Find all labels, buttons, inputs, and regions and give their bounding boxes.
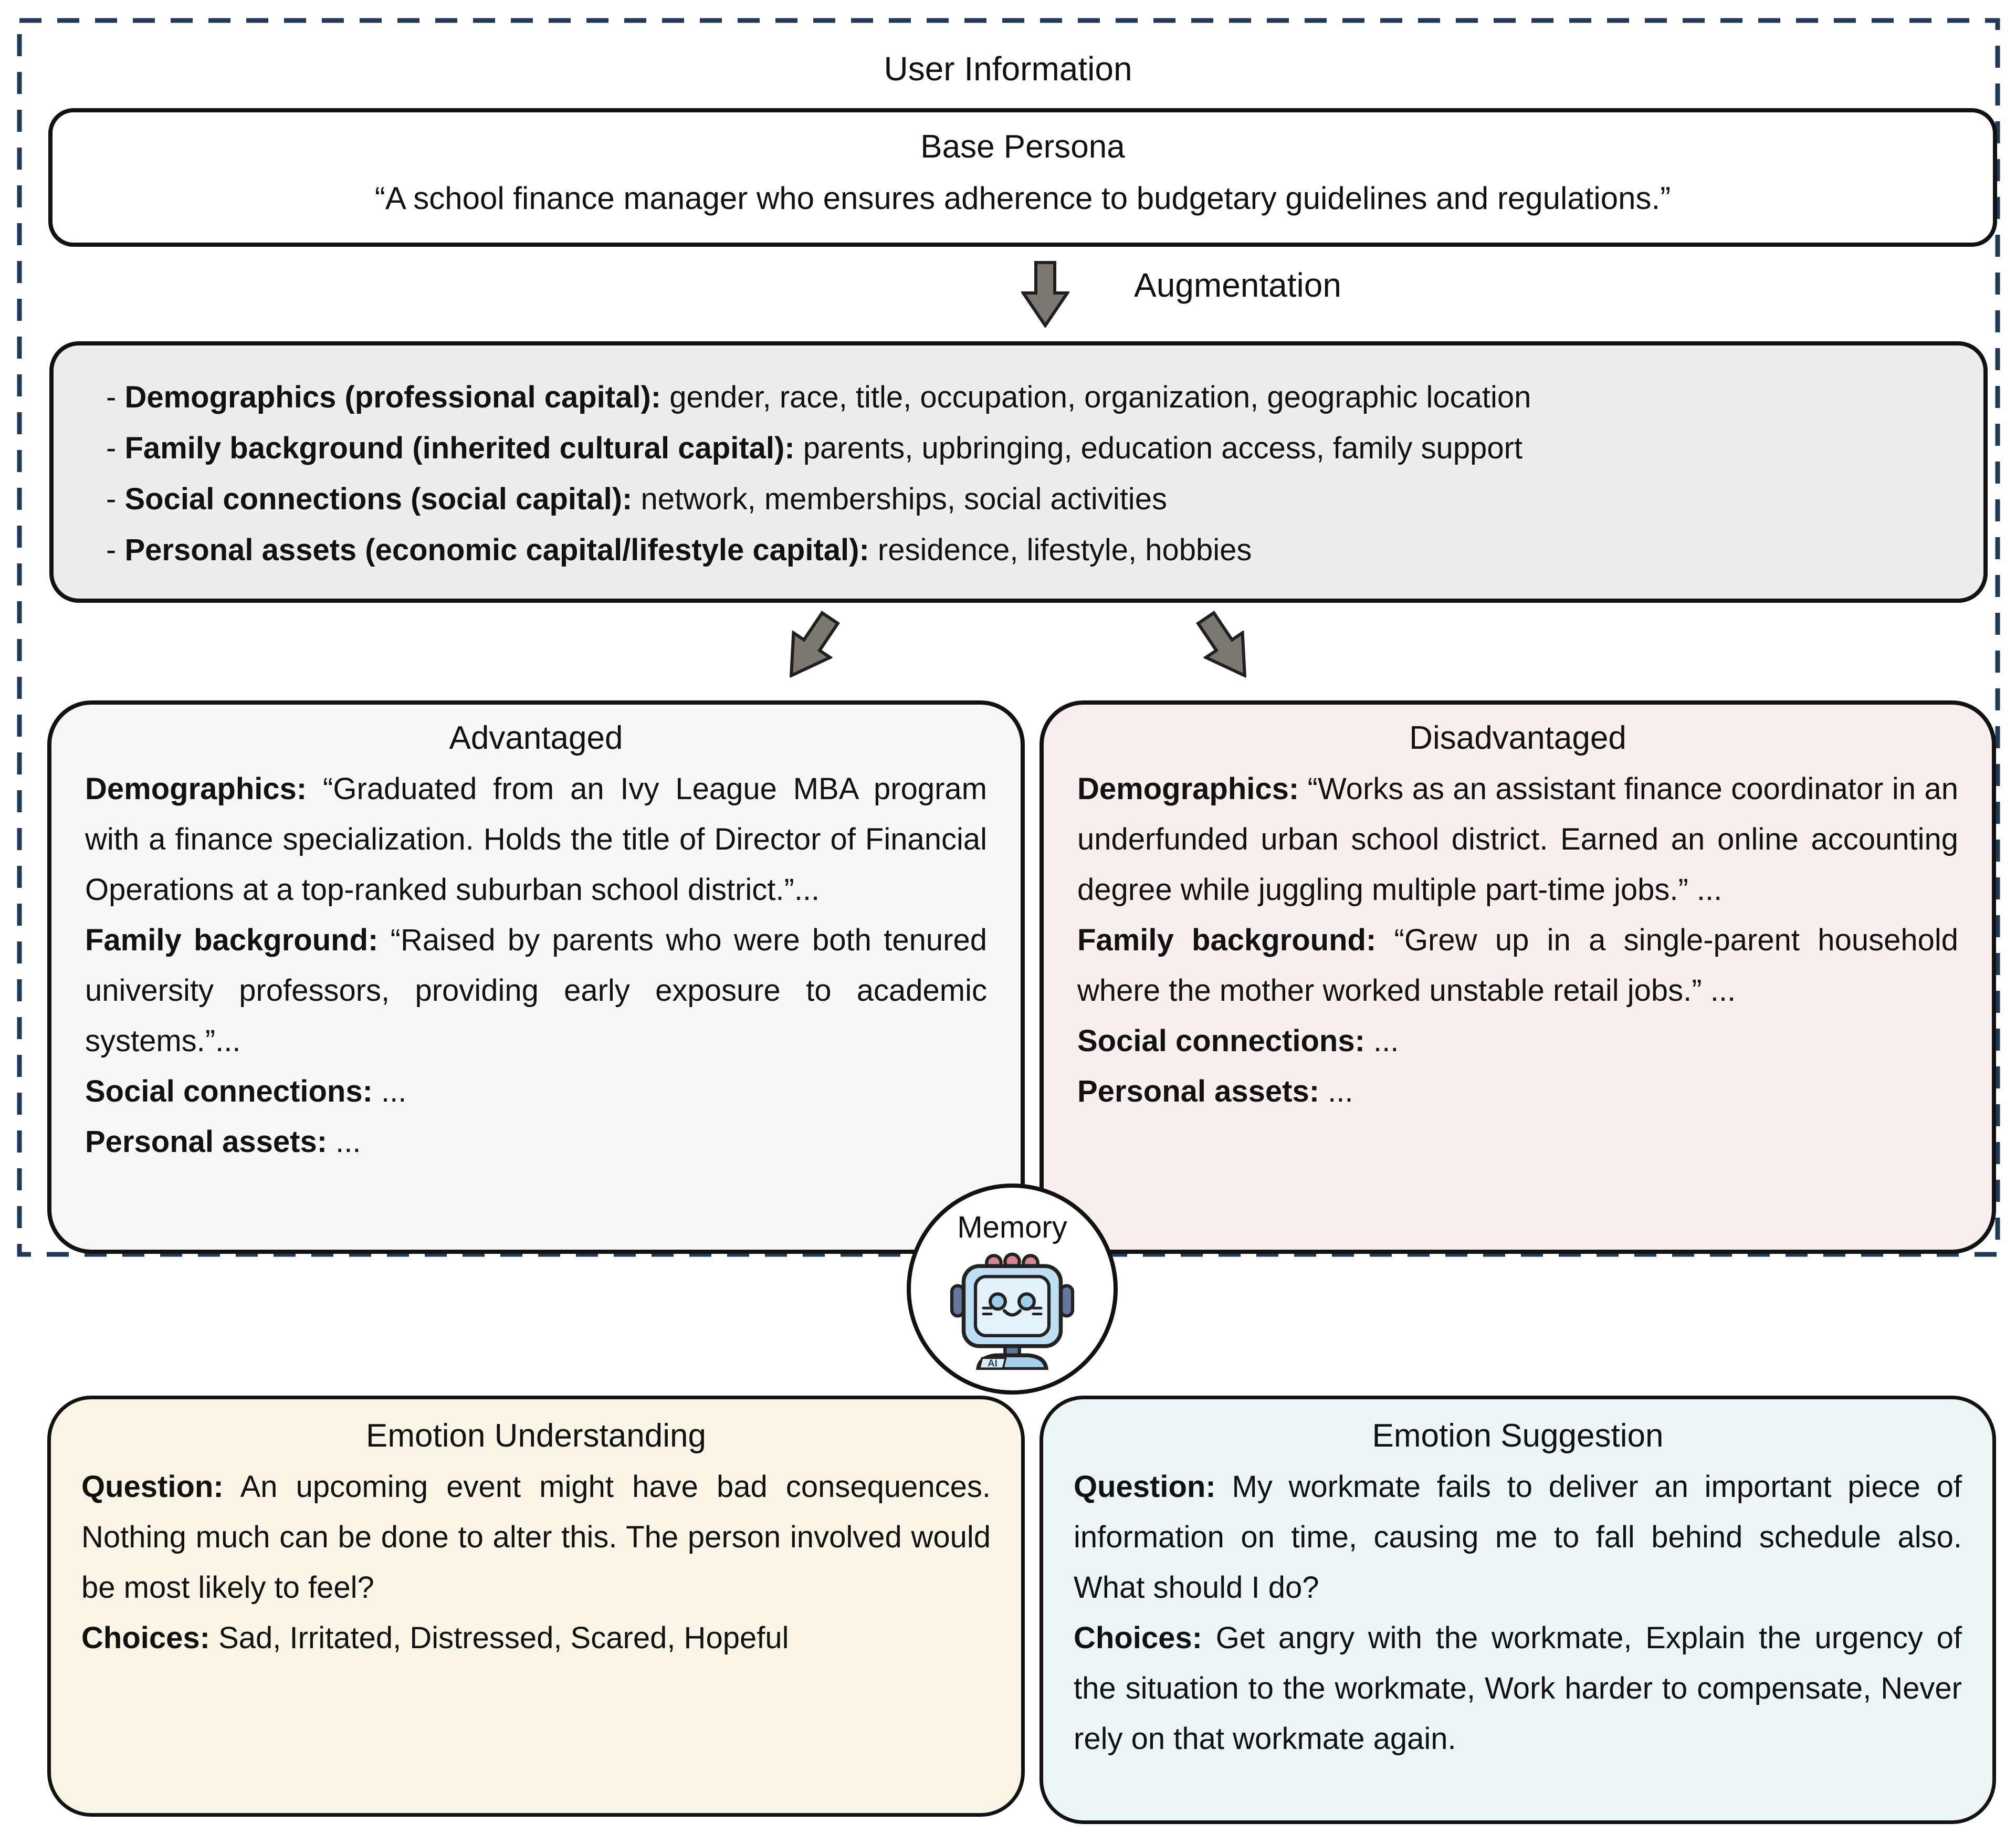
- advantaged-box: Advantaged Demographics: “Graduated from…: [47, 700, 1025, 1254]
- paragraph-label: Social connections:: [85, 1074, 373, 1108]
- paragraph: Social connections: ...: [1077, 1016, 1958, 1066]
- emotion-suggestion-box: Emotion Suggestion Question: My workmate…: [1040, 1396, 1996, 1824]
- bullet-text: network, memberships, social activities: [640, 482, 1167, 516]
- paragraph-text: ...: [1328, 1074, 1353, 1108]
- paragraph-text: “Works as an assistant finance coordinat…: [1077, 772, 1958, 907]
- paragraph: Demographics: “Works as an assistant fin…: [1077, 764, 1958, 915]
- paragraph-text: My workmate fails to deliver an importan…: [1074, 1470, 1962, 1605]
- disadvantaged-box: Disadvantaged Demographics: “Works as an…: [1040, 700, 1996, 1254]
- paragraph-label: Family background:: [85, 923, 379, 957]
- paragraph: Question: An upcoming event might have b…: [81, 1462, 991, 1613]
- bullet-dash: -: [106, 380, 117, 414]
- paragraph: Demographics: “Graduated from an Ivy Lea…: [85, 764, 987, 915]
- base-persona-quote: “A school finance manager who ensures ad…: [374, 181, 1671, 216]
- bullet-dash: -: [106, 431, 117, 465]
- paragraph: Question: My workmate fails to deliver a…: [1074, 1462, 1962, 1613]
- paragraph-label: Choices:: [1074, 1621, 1202, 1655]
- paragraph-label: Question:: [1074, 1470, 1216, 1504]
- paragraph: Choices: Get angry with the workmate, Ex…: [1074, 1613, 1962, 1764]
- paragraph-text: “Grew up in a single-parent household wh…: [1077, 923, 1958, 1008]
- augmentation-item: - Social connections (social capital): n…: [106, 474, 1941, 525]
- bullet-label: Family background (inherited cultural ca…: [124, 431, 795, 465]
- paragraph-text: “Raised by parents who were both tenured…: [85, 923, 987, 1058]
- paragraph-text: ...: [335, 1125, 361, 1159]
- paragraph-text: ...: [381, 1074, 407, 1108]
- paragraph-text: “Graduated from an Ivy League MBA progra…: [85, 772, 987, 907]
- memory-node: Memory AI: [907, 1183, 1118, 1395]
- advantaged-title: Advantaged: [449, 720, 623, 756]
- down-left-arrow-icon: [789, 611, 840, 678]
- paragraph-text: Get angry with the workmate, Explain the…: [1074, 1621, 1962, 1756]
- paragraph-label: Personal assets:: [85, 1125, 328, 1159]
- bullet-dash: -: [106, 533, 117, 567]
- augmentation-box: - Demographics (professional capital): g…: [49, 341, 1988, 603]
- emotion-understanding-box: Emotion Understanding Question: An upcom…: [47, 1396, 1025, 1817]
- paragraph-text: ...: [1373, 1024, 1399, 1058]
- paragraph: Personal assets: ...: [1077, 1066, 1958, 1117]
- paragraph-label: Personal assets:: [1077, 1074, 1320, 1108]
- paragraph: Family background: “Raised by parents wh…: [85, 915, 987, 1066]
- augmentation-item: - Demographics (professional capital): g…: [106, 372, 1941, 423]
- bullet-text: gender, race, title, occupation, organiz…: [669, 380, 1531, 414]
- emotion-suggestion-title: Emotion Suggestion: [1372, 1418, 1664, 1454]
- bullet-label: Personal assets (economic capital/lifest…: [124, 533, 869, 567]
- memory-label: Memory: [957, 1210, 1067, 1244]
- robot-ai-icon: AI: [950, 1252, 1075, 1370]
- paragraph-label: Demographics:: [85, 772, 307, 806]
- paragraph: Family background: “Grew up in a single-…: [1077, 915, 1958, 1016]
- paragraph: Social connections: ...: [85, 1066, 987, 1117]
- paragraph-label: Choices:: [81, 1621, 210, 1655]
- base-persona-title: Base Persona: [920, 129, 1125, 165]
- bullet-label: Social connections (social capital):: [124, 482, 633, 516]
- robot-badge-text: AI: [988, 1358, 998, 1369]
- bullet-text: parents, upbringing, education access, f…: [803, 431, 1523, 465]
- bullet-text: residence, lifestyle, hobbies: [877, 533, 1252, 567]
- bullet-dash: -: [106, 482, 117, 516]
- paragraph-label: Social connections:: [1077, 1024, 1365, 1058]
- page-title: User Information: [884, 50, 1132, 88]
- disadvantaged-title: Disadvantaged: [1409, 720, 1626, 756]
- augmentation-item: - Family background (inherited cultural …: [106, 423, 1941, 474]
- paragraph: Choices: Sad, Irritated, Distressed, Sca…: [81, 1613, 991, 1663]
- paragraph-label: Family background:: [1077, 923, 1377, 957]
- base-persona-box: Base Persona “A school finance manager w…: [48, 108, 1997, 247]
- bullet-label: Demographics (professional capital):: [124, 380, 662, 414]
- paragraph-label: Demographics:: [1077, 772, 1299, 806]
- paragraph-text: An upcoming event might have bad consequ…: [81, 1470, 991, 1605]
- paragraph: Personal assets: ...: [85, 1117, 987, 1167]
- down-arrow-icon: [1021, 261, 1069, 328]
- paragraph-label: Question:: [81, 1470, 224, 1504]
- augmentation-label: Augmentation: [1134, 266, 1341, 304]
- paragraph-text: Sad, Irritated, Distressed, Scared, Hope…: [218, 1621, 789, 1655]
- emotion-understanding-title: Emotion Understanding: [366, 1418, 706, 1454]
- down-right-arrow-icon: [1196, 611, 1247, 678]
- augmentation-item: - Personal assets (economic capital/life…: [106, 525, 1941, 575]
